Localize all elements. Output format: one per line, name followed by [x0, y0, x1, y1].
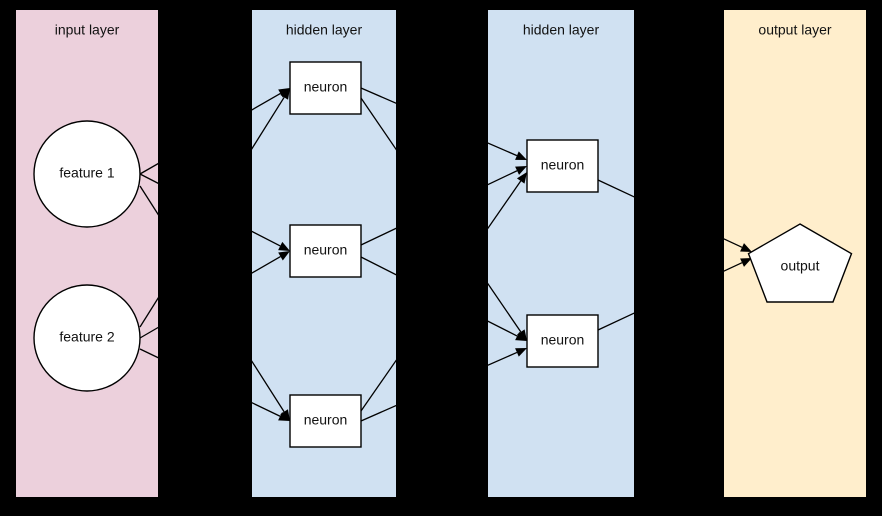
- layer-title-output: output layer: [758, 22, 831, 38]
- layer-panels-group: [16, 10, 866, 497]
- layer-panel-hidden-2: [488, 10, 634, 497]
- node-output-node[interactable]: output: [747, 223, 853, 303]
- node-hidden-1-neuron-3[interactable]: neuron: [289, 394, 362, 448]
- node-hidden-2-neuron-1[interactable]: neuron: [526, 139, 599, 193]
- node-label-feature-1: feature 1: [59, 165, 114, 181]
- node-hidden-2-neuron-2[interactable]: neuron: [526, 314, 599, 368]
- layer-title-hidden-1: hidden layer: [286, 22, 363, 38]
- node-label-hidden-1-neuron-2: neuron: [304, 242, 348, 258]
- node-label-hidden-2-neuron-1: neuron: [541, 157, 585, 173]
- node-hidden-1-neuron-1[interactable]: neuron: [289, 61, 362, 115]
- layer-title-input: input layer: [55, 22, 120, 38]
- layer-panel-input: [16, 10, 158, 497]
- node-hidden-1-neuron-2[interactable]: neuron: [289, 224, 362, 278]
- node-label-hidden-1-neuron-1: neuron: [304, 79, 348, 95]
- node-feature-1[interactable]: feature 1: [33, 120, 141, 228]
- layer-titles-group: input layer hidden layer hidden layer outpu…: [55, 22, 832, 38]
- nodes-group: feature 1 feature 2 neuron neuron neuron neur…: [33, 61, 853, 448]
- connection-edges-group: [139, 87, 752, 422]
- node-label-hidden-2-neuron-2: neuron: [541, 332, 585, 348]
- node-label-output-node: output: [781, 258, 820, 274]
- node-label-feature-2: feature 2: [59, 329, 114, 345]
- layer-title-hidden-2: hidden layer: [523, 22, 600, 38]
- node-label-hidden-1-neuron-3: neuron: [304, 412, 348, 428]
- node-feature-2[interactable]: feature 2: [33, 284, 141, 392]
